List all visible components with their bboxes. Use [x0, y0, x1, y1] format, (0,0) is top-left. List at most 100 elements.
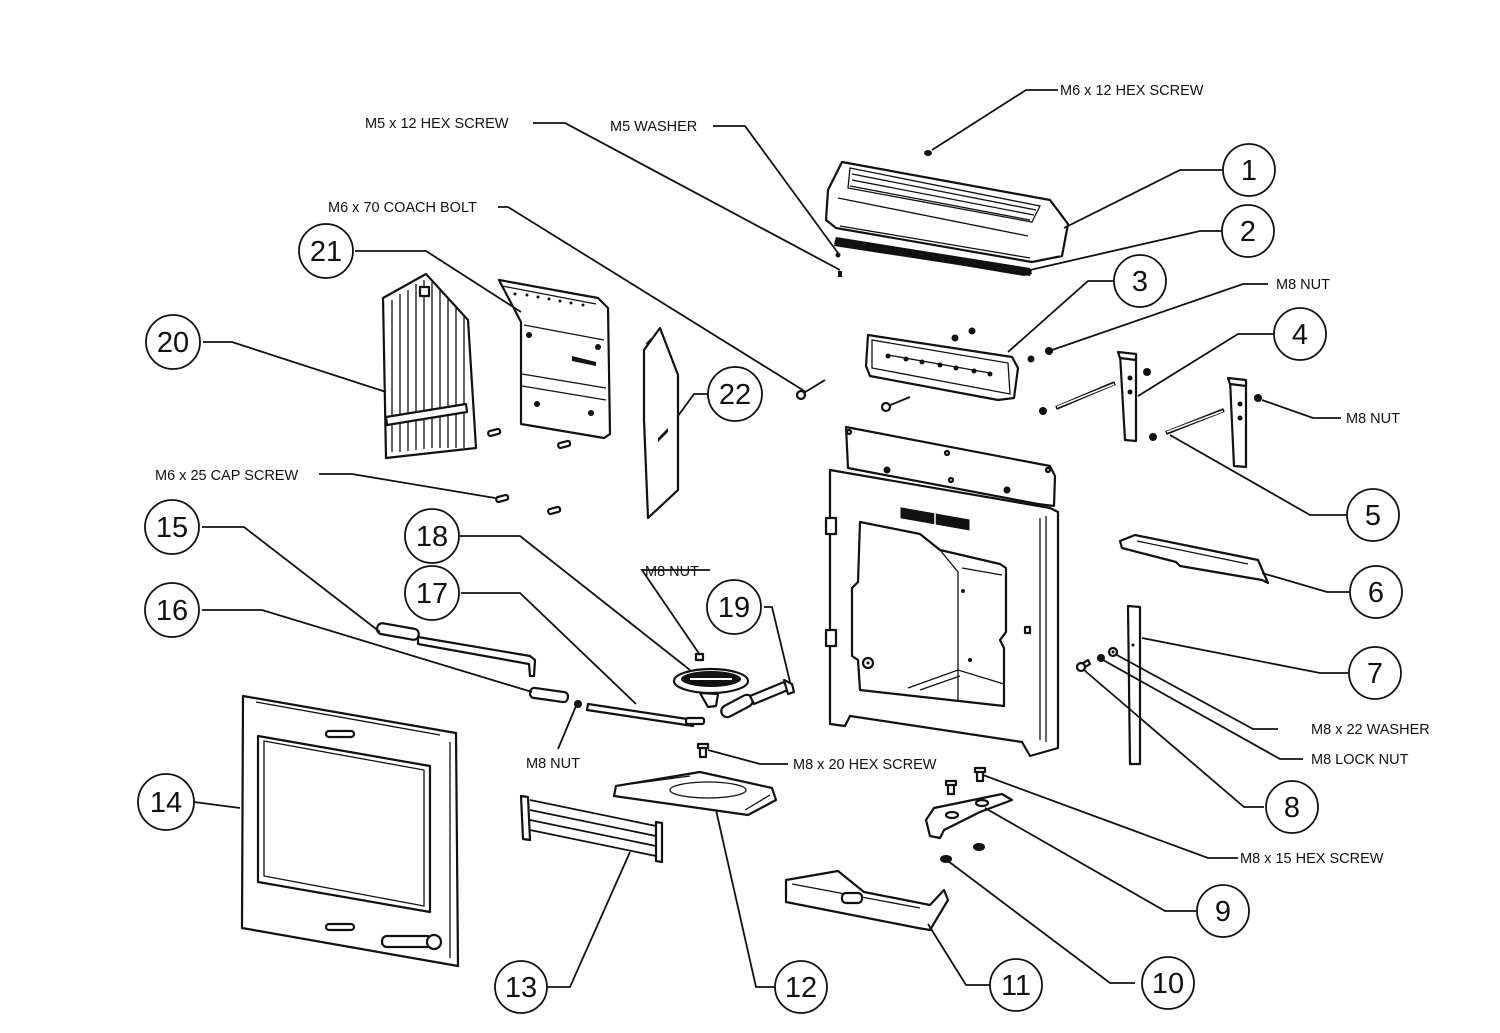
callout-8[interactable]: 8: [1265, 780, 1319, 834]
hardware-m5-washer: [835, 252, 841, 258]
hardware-m8-nut: [1254, 394, 1262, 402]
hardware-m8-hex-screw: [944, 779, 958, 796]
hardware-m6-cap-screw: [487, 427, 502, 438]
callout-number: 5: [1365, 500, 1381, 532]
callout-9[interactable]: 9: [1196, 884, 1250, 938]
callout-16[interactable]: 16: [144, 582, 200, 638]
part-fire-bars: [519, 794, 664, 864]
part-front-door: [240, 694, 460, 968]
callout-number: 14: [150, 787, 182, 819]
part-ash-lip: [784, 869, 950, 932]
callout-number: 11: [1001, 970, 1031, 1002]
callout-number: 8: [1284, 792, 1300, 824]
hardware-nut: [951, 334, 959, 342]
callout-4[interactable]: 4: [1273, 307, 1327, 361]
callout-13[interactable]: 13: [494, 960, 548, 1014]
hardware-m6-cap-screw: [495, 493, 510, 504]
hardware-nut: [1039, 407, 1047, 415]
callout-17[interactable]: 17: [404, 565, 460, 621]
callout-number: 22: [719, 379, 751, 411]
part-side-brick: [642, 326, 680, 520]
label-m6x70-coach-bolt: M6 x 70 COACH BOLT: [328, 200, 477, 216]
callout-12[interactable]: 12: [774, 960, 828, 1014]
part-riddling-rod-handle: [528, 686, 570, 704]
part-riddling-rod: [585, 702, 706, 728]
callout-number: 20: [157, 327, 189, 359]
callout-number: 21: [310, 236, 342, 268]
callout-18[interactable]: 18: [404, 508, 460, 564]
part-foot-bracket: [924, 792, 1014, 840]
hardware-m6-hex-screw: [924, 150, 932, 156]
part-back-brick: [381, 272, 478, 460]
callout-number: 18: [416, 521, 448, 553]
callout-14[interactable]: 14: [137, 773, 195, 831]
callout-number: 15: [156, 512, 188, 544]
callout-number: 19: [718, 592, 750, 624]
part-baffle-plate: [1118, 533, 1270, 585]
callout-number: 7: [1367, 658, 1383, 690]
part-flue-box: [864, 333, 1020, 402]
callout-number: 16: [156, 595, 188, 627]
callout-number: 3: [1132, 266, 1148, 298]
part-riddler-handle: [720, 678, 796, 719]
hardware-m8-nut: [1045, 347, 1053, 355]
callout-number: 6: [1368, 577, 1384, 609]
rod-left-inner: [1056, 383, 1115, 408]
hardware-m6-cap-screw: [547, 505, 562, 516]
callout-number: 13: [505, 972, 537, 1004]
callout-3[interactable]: 3: [1113, 254, 1167, 308]
label-m8x15-hex-screw: M8 x 15 HEX SCREW: [1240, 851, 1384, 867]
hardware-m8-hex-screw: [696, 742, 710, 759]
callout-1[interactable]: 1: [1222, 143, 1276, 197]
callout-number: 2: [1240, 216, 1256, 248]
callout-19[interactable]: 19: [706, 579, 762, 635]
part-firebox-body: [824, 425, 1060, 758]
callout-6[interactable]: 6: [1349, 565, 1403, 619]
part-foot-pad: [973, 843, 985, 851]
hardware-nut: [968, 327, 976, 335]
label-m8x22-washer: M8 x 22 WASHER: [1311, 722, 1430, 738]
label-m5-washer: M5 WASHER: [610, 119, 697, 135]
hardware-nut: [1027, 355, 1035, 363]
leader-lines: [193, 89, 1349, 988]
callout-number: 17: [416, 578, 448, 610]
callout-5[interactable]: 5: [1346, 488, 1400, 542]
part-left-bracket-upright: [1116, 350, 1138, 443]
hardware-nut: [1149, 433, 1157, 441]
callout-22[interactable]: 22: [707, 366, 763, 422]
part-tie-rod: [1165, 408, 1225, 435]
callout-2[interactable]: 2: [1221, 204, 1275, 258]
label-m6x25-cap-screw: M6 x 25 CAP SCREW: [155, 468, 298, 484]
callout-number: 1: [1241, 155, 1257, 187]
part-round-grate: [672, 667, 750, 709]
hardware-m5-hex-screw: [838, 271, 842, 277]
label-m8-nut: M8 NUT: [526, 756, 580, 772]
hardware-coach-bolt: [880, 396, 911, 413]
label-m6x12-hex-screw: M6 x 12 HEX SCREW: [1060, 83, 1204, 99]
hardware-side-screw: [1075, 658, 1092, 673]
callout-11[interactable]: 11: [989, 958, 1043, 1012]
callout-10[interactable]: 10: [1141, 956, 1195, 1010]
callout-15[interactable]: 15: [144, 499, 200, 555]
part-grille-strip: [834, 240, 1032, 276]
label-m8-nut: M8 NUT: [645, 564, 699, 580]
callout-number: 10: [1152, 968, 1184, 1000]
label-m8-nut: M8 NUT: [1276, 277, 1330, 293]
hardware-m8-hex-screw: [973, 766, 987, 783]
callout-21[interactable]: 21: [298, 223, 354, 279]
part-back-plate: [497, 278, 612, 440]
part-side-strip: [1126, 604, 1142, 766]
part-right-bracket-upright: [1226, 376, 1248, 469]
callout-number: 12: [785, 972, 817, 1004]
part-grate-frame: [612, 770, 778, 817]
callout-number: 4: [1292, 319, 1308, 351]
hardware-m8-washer-hole: [1111, 650, 1115, 654]
label-m8-nut: M8 NUT: [1346, 411, 1400, 427]
callout-20[interactable]: 20: [145, 314, 201, 370]
hardware-nut: [1143, 368, 1151, 376]
label-m5x12-hex-screw: M5 x 12 HEX SCREW: [365, 116, 509, 132]
hardware-m6-cap-screw: [557, 439, 572, 450]
callout-7[interactable]: 7: [1348, 646, 1402, 700]
part-riddling-tool: [375, 622, 537, 678]
